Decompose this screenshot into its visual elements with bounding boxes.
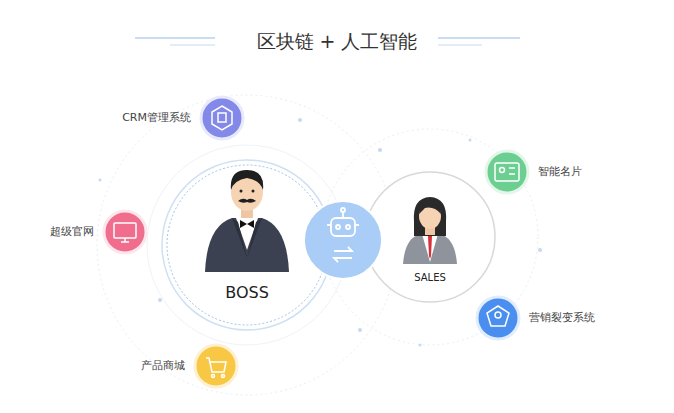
node-label: 智能名片: [538, 165, 582, 179]
dots: [99, 118, 543, 347]
site-node: 超级官网: [104, 211, 146, 253]
boss-figure: [205, 170, 289, 272]
boss-node: BOSS: [162, 160, 332, 330]
node-label: 超级官网: [50, 225, 94, 239]
node-label: CRM管理系统: [122, 111, 191, 125]
node-label: SALES: [414, 271, 446, 284]
title: 区块链 + 人工智能: [0, 28, 674, 54]
card-node: 智能名片: [486, 151, 528, 193]
robot-icon: [327, 208, 359, 262]
node-label: 产品商城: [141, 359, 185, 373]
marketing-node: 营销裂变系统: [477, 297, 519, 339]
icons: [114, 106, 519, 378]
orbit: [97, 95, 397, 395]
boss-circle: [167, 165, 327, 325]
sales-node: SALES: [365, 172, 495, 302]
icon-circles: [104, 97, 528, 387]
mall-node: 产品商城: [195, 345, 237, 387]
sales-figure: [403, 197, 457, 264]
crm-node: CRM管理系统: [201, 97, 243, 139]
ai-circle: [304, 201, 382, 279]
node-label: 营销裂变系统: [529, 311, 595, 325]
node-label: BOSS: [225, 282, 269, 303]
sales-circle: [365, 172, 495, 302]
